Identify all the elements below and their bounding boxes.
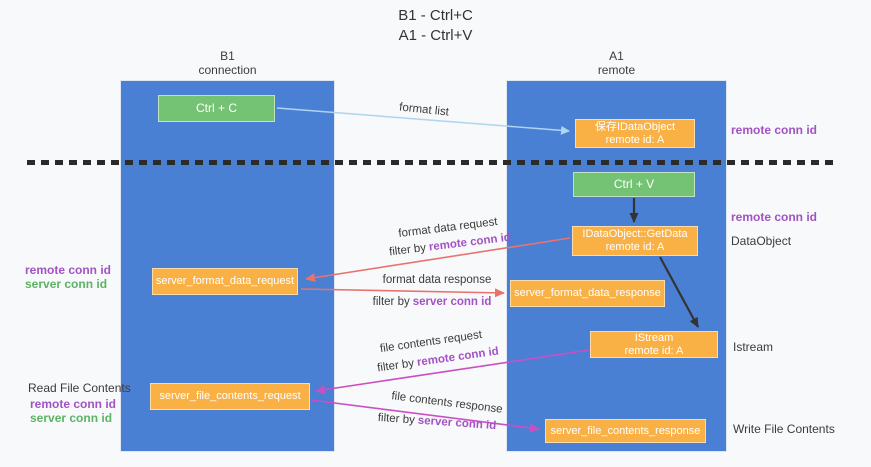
node-file-response-label: server_file_contents_response [550,424,701,437]
left-label-remote-conn-id-1: remote conn id [25,263,112,277]
node-ctrl-v-label: Ctrl + V [613,177,655,191]
node-server-file-contents-response: server_file_contents_response [545,419,706,443]
node-file-request-label: server_file_contents_request [159,390,301,402]
right-label-write-file-contents: Write File Contents [733,422,835,436]
node-istream: IStream remote id: A [590,331,718,358]
filter-by-text: filter by [377,411,416,427]
node-getdata-line2: remote id: A [605,241,665,253]
remote-conn-id-text: remote conn id [416,345,500,369]
edge-label-format-list: format list [398,101,450,119]
node-ctrl-c-label: Ctrl + C [195,101,237,115]
lane-b1-title: B1 [220,49,235,63]
node-istream-line1: IStream [634,331,674,344]
filter-by-text: filter by [388,241,427,259]
edge-label-file-contents-response: file contents response [390,390,504,416]
title-line-2: A1 - Ctrl+V [398,27,473,44]
lane-a1-title: A1 [609,49,624,63]
node-idataobject-getdata: IDataObject::GetData remote id: A [572,226,698,256]
lane-a1-subtitle: remote [597,63,636,77]
node-server-format-data-response: server_format_data_response [510,280,665,307]
left-label-server-conn-id-1: server conn id [25,277,108,291]
diagram-title: B1 - Ctrl+C A1 - Ctrl+V [0,6,871,46]
node-istream-line2: remote id: A [624,344,684,357]
node-format-response-label: server_format_data_response [514,287,661,299]
lane-header-b1: B1 connection [120,49,335,77]
title-line-1: B1 - Ctrl+C [398,7,473,24]
filter-by-text: filter by [372,296,410,308]
lane-header-a1: A1 remote [506,49,727,77]
node-server-file-contents-request: server_file_contents_request [150,383,310,410]
left-label-remote-conn-id-2: remote conn id [30,397,117,411]
node-save-idataobject: 保存IDataObject remote id: A [575,119,695,148]
server-conn-id-text: server conn id [417,414,497,433]
lane-b1-subtitle: connection [198,63,257,77]
session-divider-dashed-line [27,160,839,165]
node-save-idataobject-line2: remote id: A [605,133,665,146]
right-label-remote-conn-id-1: remote conn id [731,123,818,137]
right-label-dataobject: DataObject [731,234,792,248]
node-getdata-line1: IDataObject::GetData [582,228,688,240]
edge-label-format-data-response: format data response [382,274,492,286]
node-format-request-label: server_format_data_request [155,275,295,287]
left-label-server-conn-id-2: server conn id [30,411,113,425]
node-save-idataobject-line1: 保存IDataObject [594,120,676,133]
node-ctrl-v: Ctrl + V [573,172,695,197]
node-server-format-data-request: server_format_data_request [152,268,298,295]
filter-by-text: filter by [376,357,415,375]
node-ctrl-c: Ctrl + C [158,95,275,122]
right-label-remote-conn-id-2: remote conn id [731,210,818,224]
server-conn-id-text: server conn id [412,296,492,308]
left-label-read-file-contents: Read File Contents [28,381,131,395]
right-label-istream: Istream [733,340,774,354]
